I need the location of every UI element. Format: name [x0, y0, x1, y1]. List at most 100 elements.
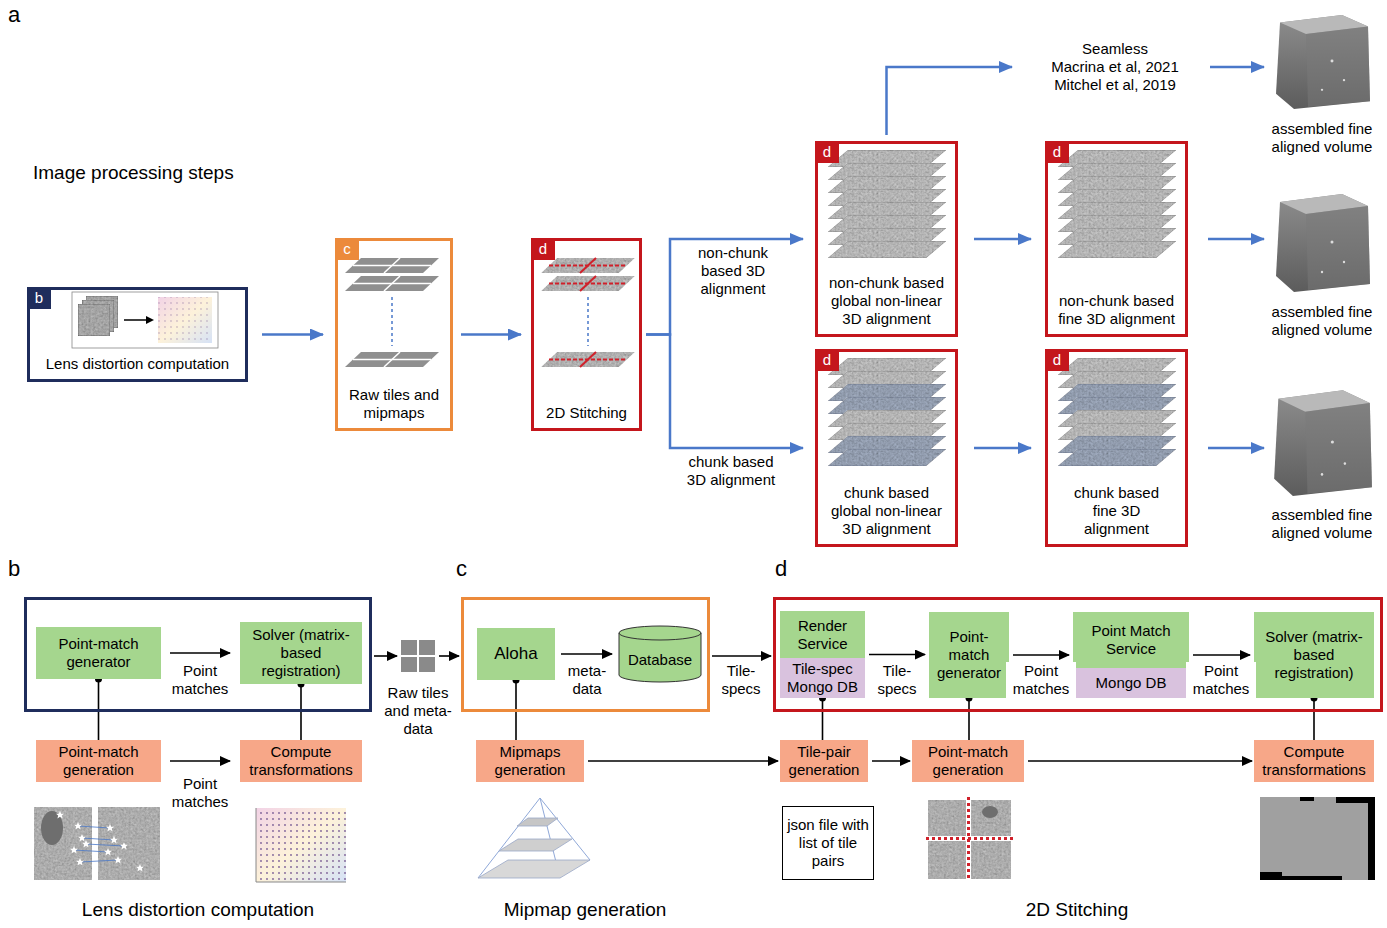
task-box: Mipmaps generation: [476, 740, 584, 782]
step-box: non-chunk based global non-linear 3D ali…: [815, 141, 958, 337]
volume-figure: assembled fine aligned volume: [1272, 388, 1372, 496]
node-text: Seamless: [1082, 40, 1148, 58]
edge-label: non-chunk based 3D alignment: [688, 244, 778, 298]
step-box: 2D Stitching d: [531, 238, 642, 431]
task-box: Point-match generation: [912, 740, 1024, 782]
panel-badge: d: [531, 238, 555, 260]
node-text: Raw tiles and mipmaps: [344, 386, 444, 422]
node-text: Point Match Service: [1073, 612, 1189, 668]
task-box: Compute transformations: [1254, 740, 1374, 782]
task-box: Tile-pair generation: [780, 740, 868, 782]
node-text: Tile-pair generation: [783, 743, 865, 779]
node-text: Tile-spec Mongo DB: [780, 658, 865, 698]
node-text: Mipmaps generation: [479, 743, 581, 779]
node-text: 2D Stitching: [537, 404, 637, 422]
connector: [1208, 447, 1264, 450]
file-box: json file with list of tile pairs: [782, 806, 874, 880]
step-box: non-chunk based fine 3D alignment d: [1045, 141, 1188, 337]
node-text: Solver (matrix-based registration): [243, 626, 359, 680]
node-text: Lens distortion computation: [33, 355, 243, 373]
connector: [170, 760, 230, 762]
connector: [646, 335, 803, 449]
connector: [869, 654, 925, 656]
node-text: Point-match generation: [39, 743, 158, 779]
node-text: d: [1053, 143, 1061, 161]
section-heading: Image processing steps: [33, 162, 234, 185]
service-box: Render ServiceTile-spec Mongo DB: [780, 611, 865, 698]
edge-label: Point matches: [1006, 662, 1076, 698]
process-box: Aloha: [477, 628, 555, 680]
node-text: chunk based fine 3D alignment: [1067, 484, 1167, 538]
connector: [374, 655, 397, 657]
method-note: SeamlessMacrina et al, 2021 Mitchel et a…: [1030, 36, 1200, 98]
node-text: Solver (matrix-based registration): [1257, 628, 1371, 682]
panel-letter: c: [456, 556, 467, 582]
service-box: Point Match ServiceMongo DB: [1073, 612, 1189, 698]
node-text: assembled fine aligned volume: [1266, 120, 1378, 156]
panel-letter: d: [775, 556, 787, 582]
connector: [300, 684, 302, 740]
connector: [887, 67, 1013, 135]
node-text: Compute transformations: [243, 743, 359, 779]
panel-badge: d: [815, 349, 839, 371]
edge-label: Tile-specs: [716, 662, 766, 698]
connector: [170, 652, 230, 654]
connector: [1193, 654, 1250, 656]
connector: [646, 239, 803, 335]
connector: [1028, 760, 1252, 762]
edge-label: Tile-specs: [872, 662, 922, 698]
panel-badge: b: [27, 287, 51, 309]
panel-badge: d: [1045, 141, 1069, 163]
connector: [1208, 238, 1264, 241]
node-text: Compute transformations: [1257, 743, 1371, 779]
step-box: Raw tiles and mipmaps c: [335, 238, 453, 431]
node-text: d: [823, 351, 831, 369]
node-text: Mongo DB: [1073, 668, 1189, 698]
node-text: d: [823, 143, 831, 161]
task-box: Compute transformations: [240, 740, 362, 782]
process-box: Solver (matrix-based registration): [240, 622, 362, 684]
database-cylinder: Database: [618, 625, 702, 683]
edge-label: Point matches: [165, 775, 235, 811]
edge-label: chunk based 3D alignment: [681, 453, 781, 489]
node-text: d: [1053, 351, 1061, 369]
node-text: Database: [628, 651, 692, 669]
node-text: Raw tiles and meta-data: [378, 684, 458, 738]
panel-caption: Lens distortion computation: [38, 899, 358, 922]
connector: [588, 760, 778, 762]
connector: [872, 760, 910, 762]
process-box: Solver (matrix-based registration): [1254, 612, 1374, 698]
connector: [1013, 654, 1069, 656]
node-text: Render Service: [780, 611, 865, 658]
node-text: Point-match generator: [39, 635, 158, 671]
cylinder-body: [619, 626, 701, 682]
step-box: chunk based global non-linear 3D alignme…: [815, 349, 958, 547]
node-text: d: [539, 240, 547, 258]
node-text: Point-match generation: [915, 743, 1021, 779]
node-text: c: [343, 240, 351, 258]
node-text: assembled fine aligned volume: [1266, 303, 1378, 339]
cylinder-lid: [619, 633, 701, 640]
volume-figure: assembled fine aligned volume: [1272, 192, 1372, 292]
node-text: b: [35, 289, 43, 307]
connector: [822, 698, 824, 740]
node-text: Macrina et al, 2021 Mitchel et al, 2019: [1040, 58, 1190, 94]
edge-label: meta-data: [560, 662, 615, 698]
step-box: Lens distortion computation b: [27, 287, 248, 382]
edge-label: Point matches: [165, 662, 235, 698]
panel-letter: b: [8, 556, 20, 582]
connector: [1313, 698, 1315, 740]
node-text: Point-match generator: [932, 628, 1006, 682]
connector: [974, 447, 1031, 450]
node-text: chunk based global non-linear 3D alignme…: [823, 484, 951, 538]
node-text: non-chunk based fine 3D alignment: [1057, 292, 1177, 328]
connector: [974, 238, 1031, 241]
volume-figure: assembled fine aligned volume: [1272, 15, 1372, 110]
node-text: non-chunk based global non-linear 3D ali…: [823, 274, 951, 328]
connector: [561, 653, 612, 655]
connector: [439, 655, 459, 657]
connector: [1210, 66, 1264, 69]
connector: [262, 333, 323, 336]
node-text: json file with list of tile pairs: [786, 816, 870, 870]
process-box: Point-match generator: [36, 627, 161, 679]
